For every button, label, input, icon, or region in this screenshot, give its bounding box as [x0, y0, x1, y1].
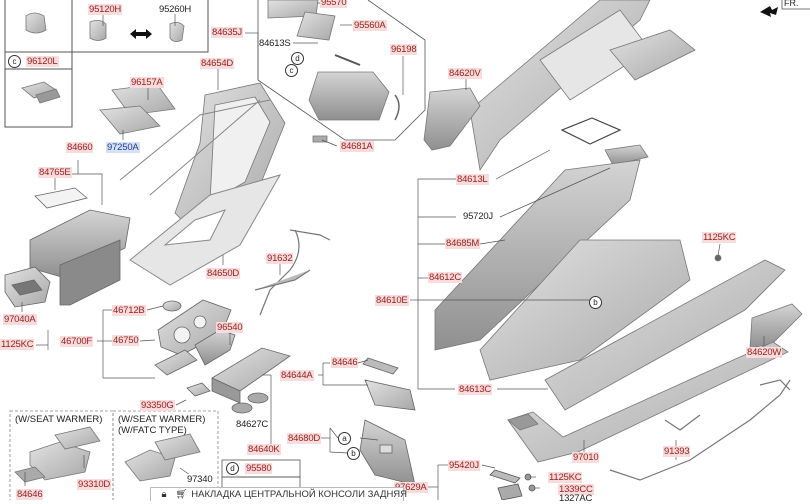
part-label-84646-b[interactable]: 84646	[16, 489, 44, 500]
callout-c: c	[8, 55, 21, 68]
panel-96157a	[99, 83, 176, 135]
option-box-outlines	[9, 410, 219, 500]
part-label-1125kc-a[interactable]: 1125KC	[702, 232, 737, 243]
inset-boxes	[4, 0, 209, 128]
seat-warmer-switches	[14, 426, 201, 483]
part-label-96157a[interactable]: 96157A	[130, 77, 164, 88]
side-panel-84620v	[423, 87, 481, 151]
bezel-84654d	[174, 82, 286, 234]
part-label-84685m[interactable]: 84685M	[445, 238, 481, 249]
part-label-84654d[interactable]: 84654D	[200, 58, 235, 69]
part-label-84646-a[interactable]: 84646	[331, 357, 359, 368]
part-label-93350g[interactable]: 93350G	[140, 400, 175, 411]
part-label-95260h[interactable]: 95260H	[159, 4, 192, 15]
part-label-84681a[interactable]: 84681A	[340, 141, 374, 152]
part-label-84627c[interactable]: 84627C	[236, 419, 269, 430]
harness-91632	[254, 229, 331, 316]
part-label-1125kc-c[interactable]: 1125KC	[548, 472, 583, 483]
part-label-97629a[interactable]: 97629A	[394, 482, 428, 493]
part-label-95580[interactable]: 95580	[245, 463, 273, 474]
part-label-95560a[interactable]: 95560A	[353, 20, 387, 31]
option-heading-seat-warmer: (W/SEAT WARMER)	[15, 414, 103, 425]
option-heading-seat-warmer-fatc-1: (W/SEAT WARMER)	[118, 414, 206, 425]
part-label-84635j[interactable]: 84635J	[211, 27, 243, 38]
part-label-97250a[interactable]: 97250A	[106, 142, 140, 153]
part-label-84613l[interactable]: 84613L	[456, 174, 489, 185]
part-label-84660[interactable]: 84660	[66, 142, 94, 153]
part-label-95720j[interactable]: 95720J	[463, 211, 493, 222]
callout-c-2: c	[285, 64, 298, 77]
part-label-96540[interactable]: 96540	[216, 322, 244, 333]
lock-icon[interactable]: 🔒︎	[161, 489, 167, 500]
tray-parts	[267, 0, 400, 143]
part-label-97340[interactable]: 97340	[186, 474, 214, 485]
part-label-84620v[interactable]: 84620V	[448, 68, 482, 79]
part-label-46750[interactable]: 46750	[112, 335, 140, 346]
callout-d-2: d	[226, 462, 239, 475]
shifter-parts	[154, 299, 236, 397]
interchangeable-arrow-icon	[130, 29, 152, 39]
part-label-1125kc-b[interactable]: 1125KC	[0, 339, 35, 350]
part-label-93310d[interactable]: 93310D	[77, 479, 112, 490]
tooltip-text: НАКЛАДКА ЦЕНТРАЛЬНОЙ КОНСОЛИ ЗАДНЯЯ	[191, 489, 408, 500]
option-heading-seat-warmer-fatc-2: (W/FATC TYPE)	[118, 425, 187, 436]
part-label-97040a[interactable]: 97040A	[3, 314, 37, 325]
part-label-84612c[interactable]: 84612C	[428, 272, 463, 283]
part-label-95570[interactable]: 95570	[320, 0, 348, 8]
rear-cover-parts	[359, 357, 416, 486]
part-label-95420j[interactable]: 95420J	[448, 460, 480, 471]
front-direction-arrow-icon	[760, 0, 810, 17]
part-label-91632[interactable]: 91632	[266, 253, 294, 264]
part-label-84620w[interactable]: 84620W	[746, 347, 783, 358]
callout-b-2: b	[347, 447, 360, 460]
callout-b: b	[589, 296, 602, 309]
main-console-lower	[434, 144, 803, 411]
part-label-96120l[interactable]: 96120L	[26, 56, 59, 67]
callout-d: d	[291, 52, 304, 65]
part-label-84610e[interactable]: 84610E	[375, 295, 409, 306]
part-label-84765e[interactable]: 84765E	[38, 167, 72, 178]
part-label-46700f[interactable]: 46700F	[60, 336, 94, 347]
vent-97040a	[4, 266, 51, 350]
part-label-84640k[interactable]: 84640K	[247, 444, 281, 455]
armrest-84660	[29, 187, 131, 306]
cart-icon[interactable]: 🛒︎	[175, 489, 188, 500]
main-console-upper	[469, 0, 696, 172]
part-label-84650d[interactable]: 84650D	[206, 268, 241, 279]
part-label-84680d[interactable]: 84680D	[287, 433, 322, 444]
cupholder-84640k	[211, 347, 291, 414]
callout-a: a	[338, 432, 351, 445]
frame-84650d	[119, 99, 282, 286]
part-label-46712b[interactable]: 46712B	[112, 305, 146, 316]
part-label-1327ac[interactable]: 1327AC	[559, 493, 593, 504]
part-label-97010[interactable]: 97010	[572, 452, 600, 463]
part-label-91393[interactable]: 91393	[663, 446, 691, 457]
part-label-95120h[interactable]: 95120H	[88, 4, 123, 15]
part-label-84644a[interactable]: 84644A	[280, 370, 314, 381]
part-label-96198[interactable]: 96198	[390, 44, 418, 55]
small-fasteners	[489, 469, 536, 500]
harness-91393	[609, 379, 791, 481]
switch-parts	[21, 12, 185, 104]
front-direction-label: FR.	[784, 0, 799, 8]
part-tooltip: 🔒︎ 🛒︎ НАКЛАДКА ЦЕНТРАЛЬНОЙ КОНСОЛИ ЗАДНЯ…	[150, 487, 408, 501]
part-label-84613s[interactable]: 84613S	[259, 38, 291, 49]
part-label-1339cc[interactable]: 1339CC	[558, 484, 594, 495]
part-label-84613c[interactable]: 84613C	[458, 384, 493, 395]
